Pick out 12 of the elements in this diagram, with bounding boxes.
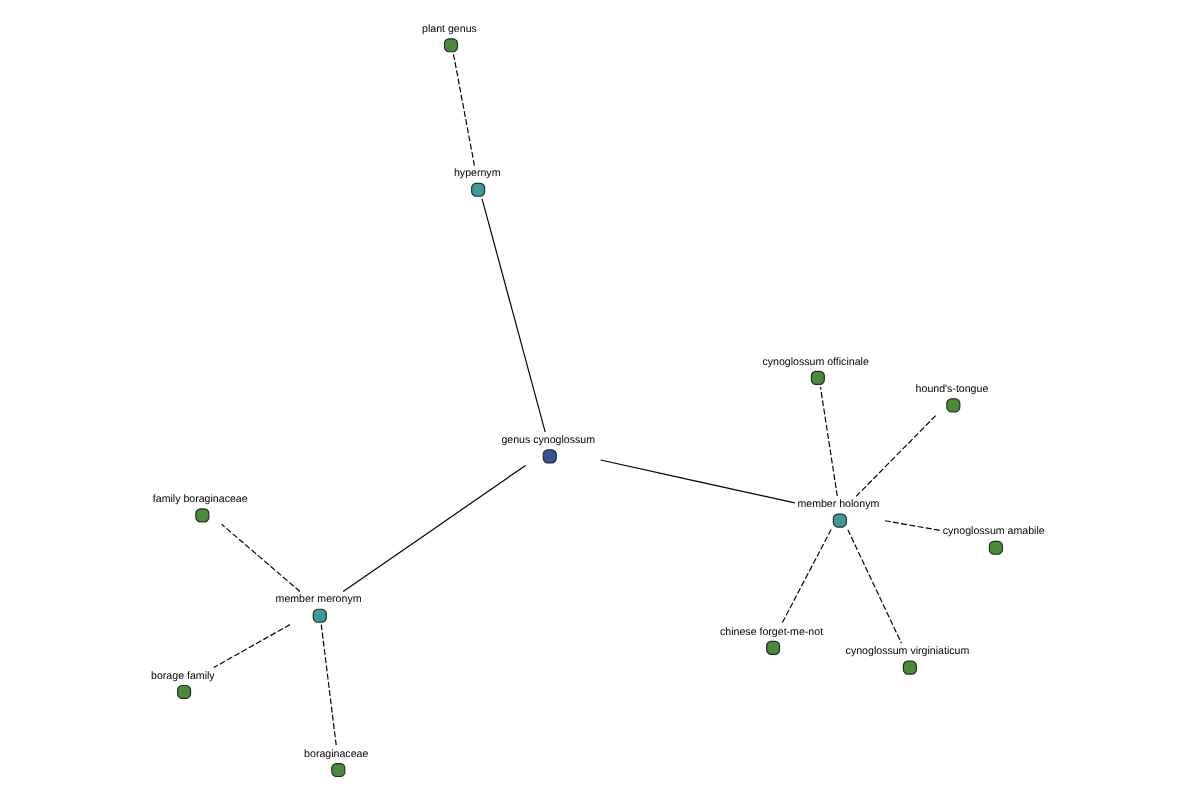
connector [819, 386, 838, 497]
connector [847, 529, 903, 644]
connector [452, 53, 476, 167]
connector [855, 413, 938, 497]
connector [221, 523, 301, 593]
connector [320, 624, 337, 747]
connector [600, 459, 796, 504]
connector [342, 464, 527, 593]
connector [884, 520, 941, 531]
connector [781, 528, 832, 625]
connector [213, 624, 291, 669]
connector [481, 198, 546, 433]
